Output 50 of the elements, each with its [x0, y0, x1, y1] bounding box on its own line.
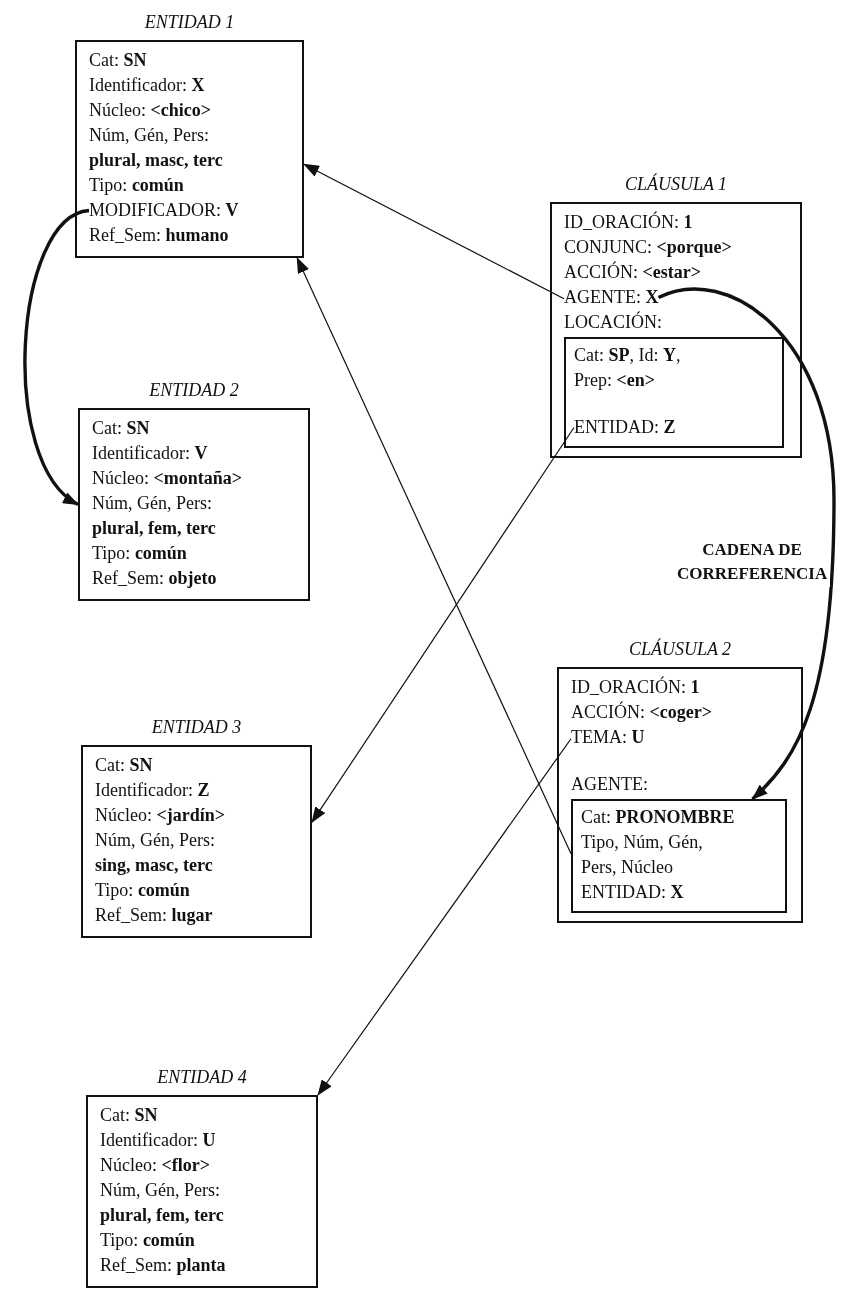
attribute-text: Cat: SN — [92, 417, 150, 440]
attribute-text: Tipo: común — [92, 542, 187, 565]
arrow — [296, 257, 572, 855]
attribute-text: Identificador: V — [92, 442, 208, 465]
heading-text: ENTIDAD 1 — [143, 11, 236, 34]
arrow — [311, 426, 575, 824]
attribute-text: Cat: SP, Id: Y, — [574, 344, 681, 367]
attribute-text: Núcleo: <chico> — [89, 99, 211, 122]
attribute-text: ENTIDAD: Z — [574, 415, 676, 440]
attribute-text: Cat: SN — [89, 49, 147, 72]
attribute-text: ID_ORACIÓN: 1 — [564, 210, 693, 234]
arrow — [23, 208, 90, 506]
attribute-text: Identificador: X — [89, 74, 205, 97]
record-box — [564, 337, 784, 448]
attribute-text: AGENTE: X — [564, 285, 659, 310]
attribute-text: ACCIÓN: <estar> — [564, 260, 701, 284]
arrow — [317, 738, 572, 1096]
arrow — [657, 287, 836, 801]
attribute-text: Identificador: U — [100, 1129, 216, 1152]
heading-text: CLÁUSULA 1 — [623, 172, 729, 196]
attribute-text: Ref_Sem: humano — [89, 224, 229, 247]
attribute-text: Identificador: Z — [95, 779, 210, 802]
attribute-text: ID_ORACIÓN: 1 — [571, 675, 700, 699]
attribute-text: ENTIDAD: X — [581, 881, 684, 904]
attribute-text: Tipo: común — [89, 174, 184, 197]
attribute-text: Núcleo: <montaña> — [92, 467, 242, 490]
attribute-text: Prep: <en> — [574, 369, 655, 392]
attribute-text: CONJUNC: <porque> — [564, 236, 732, 259]
attribute-text: Ref_Sem: planta — [100, 1254, 226, 1277]
heading-text: ENTIDAD 3 — [150, 716, 243, 739]
heading-text: CLÁUSULA 2 — [627, 637, 733, 661]
attribute-text: AGENTE: — [571, 773, 648, 796]
heading-text: ENTIDAD 2 — [148, 379, 240, 402]
attribute-text: Tipo: común — [100, 1229, 195, 1252]
attribute-text: TEMA: U — [571, 725, 645, 750]
attribute-text: Núcleo: <flor> — [100, 1154, 210, 1177]
attribute-text: LOCACIÓN: — [564, 310, 662, 334]
attribute-text: Cat: SN — [100, 1104, 158, 1127]
arrow — [303, 163, 565, 300]
record-box — [571, 799, 787, 913]
attribute-text: ACCIÓN: <coger> — [571, 700, 712, 724]
attribute-text: MODIFICADOR: V — [89, 198, 239, 223]
heading-text: ENTIDAD 4 — [156, 1066, 248, 1089]
attribute-text: Cat: SN — [95, 754, 153, 777]
attribute-text: Ref_Sem: lugar — [95, 904, 213, 927]
attribute-text: Tipo: común — [95, 879, 190, 902]
attribute-text: Ref_Sem: objeto — [92, 567, 217, 590]
attribute-text: Núcleo: <jardín> — [95, 804, 225, 827]
attribute-text: Cat: PRONOMBRE — [581, 806, 735, 829]
attribute-text: Tipo, Núm, Gén, Pers, Núcleo — [581, 831, 704, 879]
